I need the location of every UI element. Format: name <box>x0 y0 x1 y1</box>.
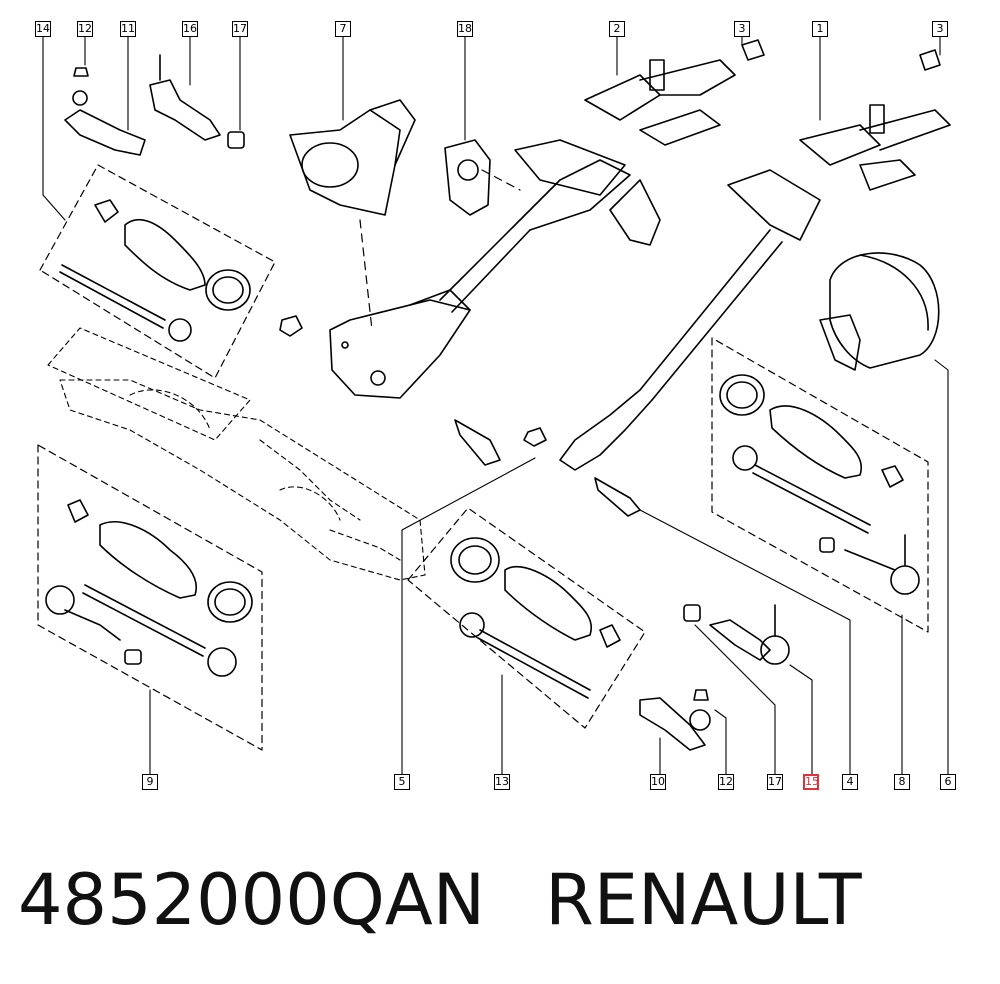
part-caption: 4852000QAN RENAULT <box>18 850 862 950</box>
callout-3: 3 <box>932 21 948 37</box>
callout-1: 1 <box>812 21 828 37</box>
callout-2: 2 <box>609 21 625 37</box>
steering-column-right <box>559 104 951 471</box>
callout-9: 9 <box>142 774 158 790</box>
brand-name: RENAULT <box>545 859 862 941</box>
part-number: 4852000QAN <box>18 859 486 941</box>
callout-18: 18 <box>457 21 473 37</box>
kit-box-13 <box>407 507 646 729</box>
bottom-right-tie-rod-ends <box>639 604 790 751</box>
fasteners <box>279 39 941 517</box>
kit-8-parts <box>719 374 920 595</box>
callout-6: 6 <box>940 774 956 790</box>
callout-17: 17 <box>232 21 248 37</box>
assembly-guides <box>359 169 521 331</box>
callout-11: 11 <box>120 21 136 37</box>
kit-13-parts <box>450 537 621 699</box>
callout-12: 12 <box>77 21 93 37</box>
callout-5: 5 <box>394 774 410 790</box>
part-18-bracket <box>444 139 491 216</box>
kit-box-14 <box>39 164 276 379</box>
kit-9-parts <box>45 499 253 677</box>
exploded-parts-diagram <box>37 36 951 776</box>
leader-lines <box>42 36 949 776</box>
callout-12: 12 <box>718 774 734 790</box>
callout-17: 17 <box>767 774 783 790</box>
callout-13: 13 <box>494 774 510 790</box>
callout-3: 3 <box>734 21 750 37</box>
kit-box-9 <box>37 444 263 751</box>
part-6-boot <box>819 252 940 371</box>
top-left-tie-rod-ends <box>64 54 245 156</box>
callout-14: 14 <box>35 21 51 37</box>
kit-box-8 <box>711 337 929 633</box>
part-7-lock-housing <box>289 99 416 216</box>
callout-4: 4 <box>842 774 858 790</box>
callout-16: 16 <box>182 21 198 37</box>
callout-15-highlighted: 15 <box>803 774 819 790</box>
ghost-steering-rack <box>47 327 426 581</box>
callout-7: 7 <box>335 21 351 37</box>
callout-10: 10 <box>650 774 666 790</box>
callout-8: 8 <box>894 774 910 790</box>
kit-14-parts <box>59 199 251 342</box>
steering-column-left <box>329 59 736 399</box>
